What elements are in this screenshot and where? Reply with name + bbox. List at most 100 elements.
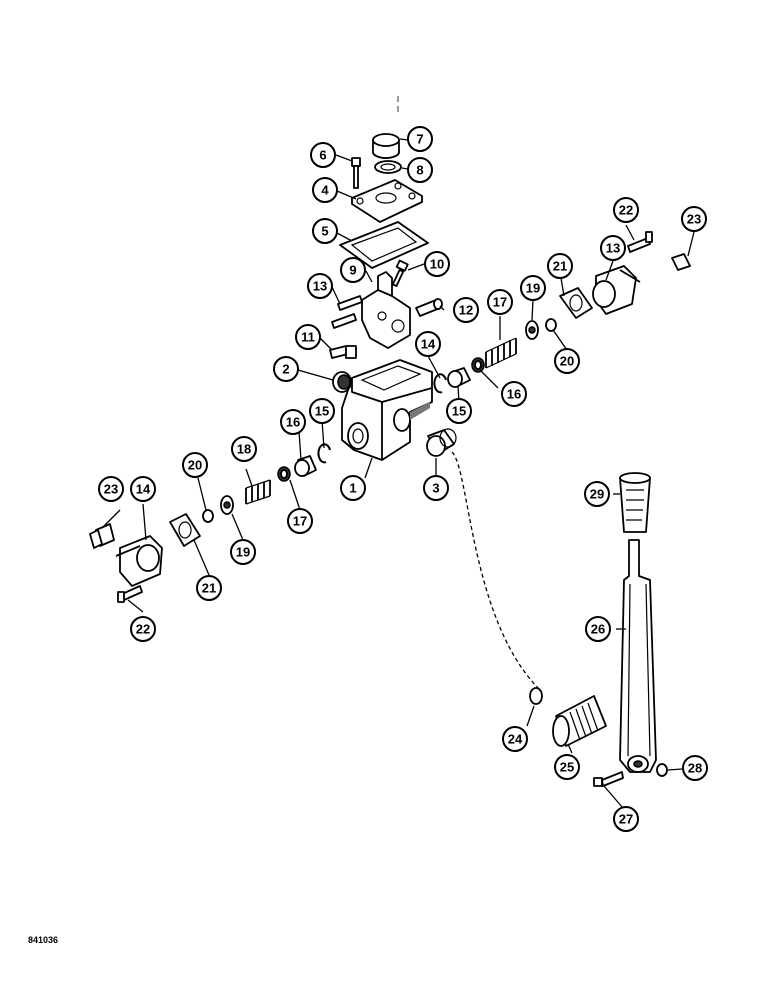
svg-text:16: 16 [507, 387, 521, 402]
svg-text:22: 22 [136, 622, 150, 637]
part-25-shaft [552, 695, 607, 747]
svg-text:17: 17 [293, 514, 307, 529]
callout-18-right: 17 [487, 289, 513, 315]
svg-text:21: 21 [202, 581, 216, 596]
callout-6: 6 [310, 142, 336, 168]
svg-text:14: 14 [136, 482, 151, 497]
svg-text:2: 2 [282, 362, 289, 377]
callout-19-left: 19 [230, 539, 256, 565]
svg-text:22: 22 [619, 203, 633, 218]
svg-text:9: 9 [349, 263, 356, 278]
svg-text:21: 21 [553, 259, 567, 274]
callout-21-left: 21 [196, 575, 222, 601]
part-20-washer-left [202, 509, 214, 523]
svg-text:19: 19 [526, 281, 540, 296]
callout-20-right: 20 [554, 348, 580, 374]
part-28-nut [656, 763, 668, 777]
callout-25: 25 [554, 754, 580, 780]
callout-15-left: 15 [309, 398, 335, 424]
part-2-bushing [332, 371, 352, 393]
callout-9: 9 [340, 257, 366, 283]
callout-10: 10 [424, 251, 450, 277]
callouts: 7 6 8 4 5 22 23 13 21 9 10 13 17 19 12 1… [98, 126, 708, 832]
part-1-housing [341, 359, 433, 461]
callout-23-right: 23 [681, 206, 707, 232]
svg-text:8: 8 [416, 163, 423, 178]
svg-text:15: 15 [452, 404, 466, 419]
svg-text:19: 19 [236, 545, 250, 560]
part-12-pin [415, 298, 443, 317]
part-23-fitting-left [89, 523, 115, 549]
svg-text:29: 29 [590, 487, 604, 502]
callout-19-right: 19 [520, 275, 546, 301]
part-18-spring-right [485, 337, 517, 369]
part-24-oring [529, 687, 543, 705]
part-20-washer-right [545, 318, 557, 332]
callout-18-left: 18 [231, 436, 257, 462]
part-15-snap-ring-right [433, 373, 447, 394]
figure-reference-number: 841036 [28, 935, 59, 945]
svg-text:14: 14 [421, 337, 436, 352]
svg-text:28: 28 [688, 761, 702, 776]
part-14-cover-left [115, 535, 163, 587]
part-26-lever [619, 539, 657, 773]
part-3-bushing [426, 428, 457, 457]
part-23-fitting-right [671, 253, 691, 271]
callout-24: 24 [502, 726, 528, 752]
part-22-bolt-left [117, 585, 143, 603]
callout-16-left: 16 [280, 409, 306, 435]
part-8-oring [374, 160, 402, 174]
callout-14-left: 14 [130, 476, 156, 502]
svg-text:18: 18 [237, 442, 251, 457]
svg-text:20: 20 [560, 354, 574, 369]
part-13-pins [331, 295, 363, 329]
svg-text:5: 5 [321, 224, 328, 239]
part-19-nut-right [525, 320, 539, 340]
svg-text:26: 26 [591, 622, 605, 637]
part-7-plug [372, 133, 400, 159]
part-17-nut-left [277, 466, 291, 482]
callout-17-right: 16 [501, 381, 527, 407]
svg-text:10: 10 [430, 257, 444, 272]
svg-text:17: 17 [493, 295, 507, 310]
callout-16-right: 15 [446, 398, 472, 424]
callout-7: 7 [407, 126, 433, 152]
part-29-grip [619, 472, 651, 533]
part-9-bracket [361, 271, 411, 349]
callout-26: 26 [585, 616, 611, 642]
svg-text:6: 6 [319, 148, 326, 163]
callout-14-right: 13 [600, 235, 626, 261]
callout-27: 27 [613, 806, 639, 832]
svg-text:23: 23 [687, 212, 701, 227]
svg-text:27: 27 [619, 812, 633, 827]
part-21-gasket-right [559, 287, 593, 319]
svg-text:3: 3 [432, 481, 439, 496]
callout-20-left: 20 [182, 452, 208, 478]
callout-1: 1 [340, 475, 366, 501]
callout-17-left: 17 [287, 508, 313, 534]
callout-28: 28 [682, 755, 708, 781]
part-14-cover-right [592, 265, 641, 315]
callout-4: 4 [312, 177, 338, 203]
callout-22-right: 22 [613, 197, 639, 223]
part-21-gasket-left [169, 513, 201, 547]
svg-text:7: 7 [416, 132, 423, 147]
svg-text:24: 24 [508, 732, 523, 747]
svg-text:15: 15 [315, 404, 329, 419]
callout-13: 13 [307, 273, 333, 299]
part-16-spacer-right [447, 367, 471, 388]
part-6-bolt [351, 157, 361, 189]
svg-text:23: 23 [104, 482, 118, 497]
callout-15-right: 14 [415, 331, 441, 357]
part-27-bolt [593, 771, 624, 787]
svg-text:11: 11 [301, 330, 315, 345]
callout-2: 2 [273, 356, 299, 382]
svg-text:25: 25 [560, 760, 574, 775]
part-11-bolt [329, 345, 357, 359]
part-18-spring-left [245, 479, 271, 505]
part-19-nut-left [220, 495, 234, 515]
part-22-bolt-right [627, 231, 653, 253]
callout-23-left: 23 [98, 476, 124, 502]
svg-text:1: 1 [349, 481, 356, 496]
callout-12: 12 [453, 297, 479, 323]
